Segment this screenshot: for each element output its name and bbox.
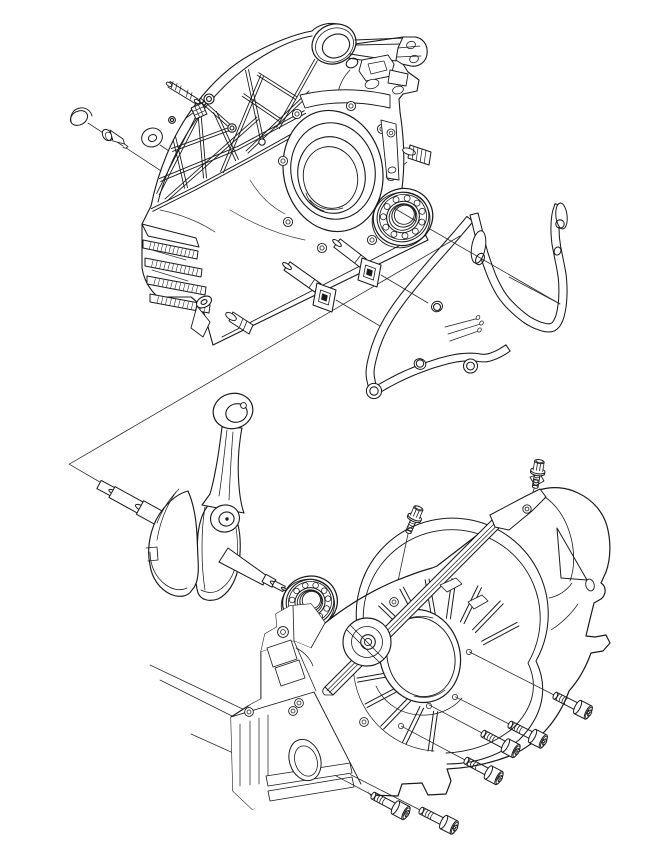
- top-small-parts: Sealing plug Screw Washer Stud Nipple Co…: [69, 81, 432, 335]
- crankcase-half-clutch-side: Crankcase half, clutch side: [141, 22, 429, 346]
- socket-screw-6: Socket head screw: [415, 802, 461, 836]
- fasteners: Flange screw Flange screw Socket head sc…: [334, 458, 595, 836]
- sealing-plug: Sealing plug: [69, 107, 93, 126]
- crankcase-half-flywheel-side: Crankcase half, flywheel side: [230, 473, 611, 810]
- crankshaft-assembly: Crankshaft with connecting rod: [96, 392, 288, 601]
- impulse-nipple: Nipple: [402, 144, 432, 166]
- flange-screw-1: Flange screw: [400, 503, 427, 537]
- stud: Stud: [165, 81, 201, 105]
- pump-screw: Screw: [101, 128, 129, 149]
- crankcase-gasket: Crankcase gasket: [365, 202, 568, 400]
- collar-screw: Collar screw with square nut: [282, 261, 337, 313]
- ball-bearing-upper: Ball bearing: [371, 187, 434, 249]
- collar-screw: Collar screw with square nut: [332, 238, 382, 288]
- washer-upper: Washer: [141, 127, 163, 148]
- screw-leader-lines: [334, 651, 555, 811]
- sleeve-bushing: Sleeve: [225, 311, 254, 335]
